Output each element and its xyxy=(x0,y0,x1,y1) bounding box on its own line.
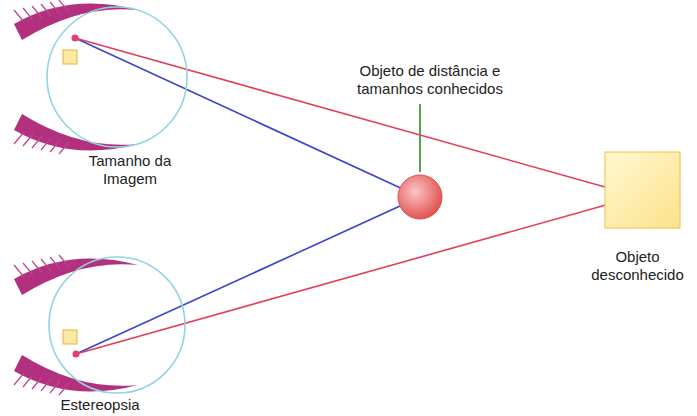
eyelash xyxy=(59,255,69,267)
node-label: Tamanho da Imagem xyxy=(60,152,200,188)
eye-figure: Tamanho da Imagem xyxy=(10,0,210,172)
eyelash xyxy=(41,259,51,271)
eyelash xyxy=(59,142,69,154)
retina-point xyxy=(72,35,79,42)
eyelash xyxy=(50,381,60,393)
eyelash xyxy=(50,2,60,14)
sight-line xyxy=(76,205,605,354)
eyeball xyxy=(49,257,185,393)
eye-drawing xyxy=(14,255,185,395)
eyelash xyxy=(32,136,42,148)
eyelash xyxy=(23,134,33,146)
eyelash xyxy=(14,132,24,144)
node-outline xyxy=(10,255,210,416)
eyelash xyxy=(41,4,51,16)
eyelash xyxy=(59,383,69,395)
eyelash xyxy=(41,138,51,150)
eyelash xyxy=(32,261,42,273)
known-object-sphere: Objeto de distância e tamanhos conhecido… xyxy=(345,62,515,227)
node-label: Objeto de distância e tamanhos conhecido… xyxy=(345,62,515,98)
eyelash xyxy=(50,257,60,269)
eyelash xyxy=(32,377,42,389)
eyelash xyxy=(32,6,42,18)
eyelid xyxy=(14,4,138,40)
eyelash xyxy=(41,379,51,391)
eyelid xyxy=(14,355,138,391)
eye-figure: Estereopsia xyxy=(10,255,210,416)
unknown-object-square: Objeto desconhecido xyxy=(585,150,690,290)
eyelash xyxy=(23,8,33,20)
eyelid xyxy=(14,259,138,295)
eye-drawing xyxy=(14,0,187,154)
eyelash xyxy=(14,373,24,385)
eyelash xyxy=(23,263,33,275)
eyelash xyxy=(14,265,24,277)
eyelash xyxy=(23,375,33,387)
sphere-shape xyxy=(398,175,442,219)
eyelid xyxy=(14,114,138,150)
square-shape xyxy=(605,152,680,228)
retina-image xyxy=(63,50,77,64)
retina-image xyxy=(63,330,77,344)
node-label: Objeto desconhecido xyxy=(585,248,690,284)
eyelash xyxy=(50,140,60,152)
sight-line xyxy=(76,206,400,354)
eyelash xyxy=(14,10,24,22)
node-outline xyxy=(10,0,210,172)
retina-point xyxy=(73,351,80,358)
eyeball xyxy=(47,7,187,147)
leader-line xyxy=(419,104,421,172)
eyelash xyxy=(59,0,69,12)
node-label: Estereopsia xyxy=(50,396,150,414)
